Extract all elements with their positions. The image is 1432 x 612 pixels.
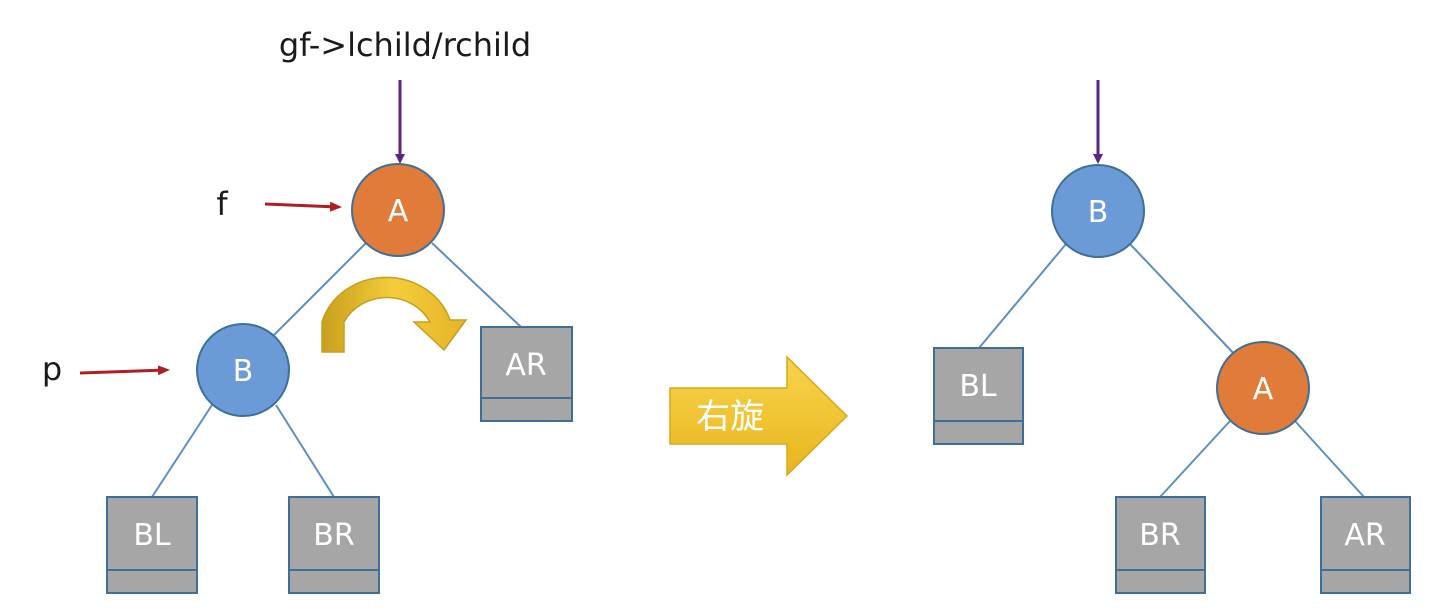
after-leaf-ar: AR: [1320, 496, 1411, 594]
gf-pointer-label: gf->lchild/rchild: [279, 26, 531, 64]
after-node-b: B: [1051, 164, 1145, 258]
after-edge-b-bl: [978, 243, 1067, 349]
leaf-br: BR: [288, 496, 380, 594]
node-b: B: [196, 323, 290, 417]
p-pointer-arrow: [79, 365, 170, 376]
after-node-a-label: A: [1253, 372, 1274, 407]
after-leaf-bl: BL: [933, 347, 1024, 445]
leaf-ar-label: AR: [505, 348, 546, 383]
after-node-b-label: B: [1088, 195, 1109, 230]
leaf-bl: BL: [106, 496, 198, 594]
p-pointer-label: p: [42, 350, 62, 388]
leaf-br-label: BR: [313, 518, 354, 553]
node-a-label: A: [388, 194, 409, 229]
before-tree: gf->lchild/rchild f p A B AR: [42, 26, 573, 594]
f-pointer-label: f: [216, 185, 228, 223]
after-edge-a-ar: [1294, 420, 1365, 498]
edge-a-b: [273, 242, 367, 336]
rotate-arrow-icon: [321, 276, 468, 353]
f-pointer-arrow: [264, 201, 342, 212]
right-rotate-label: 右旋: [696, 397, 764, 437]
edge-a-ar: [431, 242, 522, 328]
leaf-ar: AR: [480, 326, 573, 422]
after-edge-b-a: [1129, 243, 1239, 359]
after-leaf-br-label: BR: [1139, 518, 1180, 553]
edge-b-bl: [151, 404, 213, 498]
node-a: A: [351, 163, 445, 257]
after-tree: B A BL BR AR: [933, 80, 1411, 594]
big-right-arrow-icon: [669, 355, 849, 477]
after-node-a: A: [1216, 341, 1310, 435]
edge-b-br: [275, 404, 335, 498]
after-leaf-ar-label: AR: [1344, 518, 1385, 553]
leaf-bl-label: BL: [133, 518, 171, 553]
right-rotate-transition: 右旋: [669, 355, 849, 477]
after-edge-a-br: [1159, 420, 1231, 498]
node-b-label: B: [233, 354, 254, 389]
after-leaf-bl-label: BL: [959, 369, 997, 404]
after-leaf-br: BR: [1115, 496, 1206, 594]
